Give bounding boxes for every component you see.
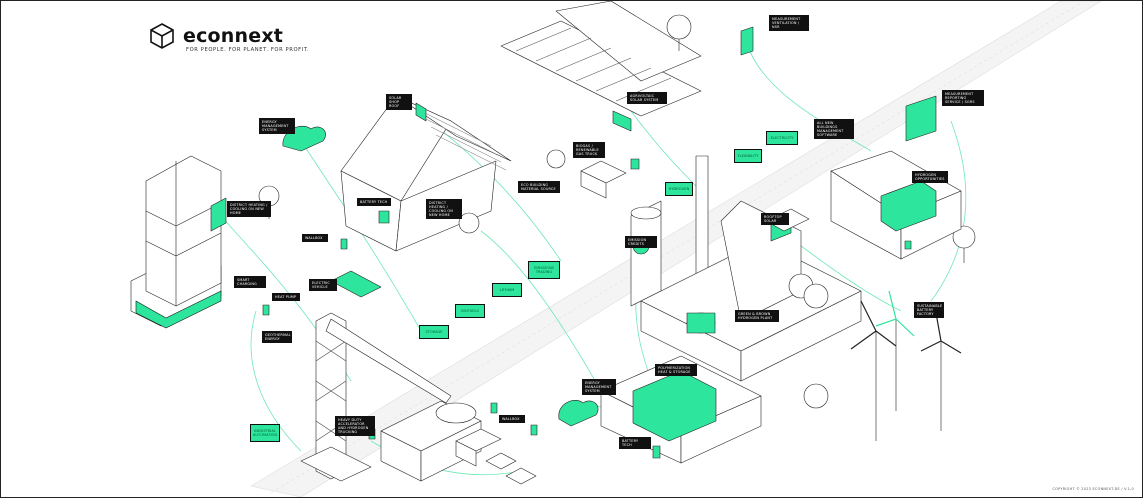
- road-sign-storage: STORAGE: [419, 325, 449, 339]
- label-district-heating-2: DISTRICT HEATING / COOLING ON NEW HOME: [426, 199, 462, 219]
- label-rooftop-solar: ROOFTOP SOLAR: [761, 213, 789, 225]
- label-electric-vehicle: ELECTRIC VEHICLE: [309, 279, 337, 291]
- brand-logo: econnext: [149, 23, 283, 49]
- label-energy-mgmt-2: ENERGY MANAGEMENT SYSTEM: [582, 379, 616, 395]
- cloud-ems-2: [558, 399, 599, 427]
- label-agrivoltaic: AGRIVOLTAIC SOLAR SYSTEM: [627, 92, 667, 104]
- label-battery-tech-1: BATTERY TECH: [357, 198, 391, 206]
- label-biogas: BIOGAS / RENEWABLE GAS TRUCK: [573, 142, 605, 158]
- road-sign-biofuels: BIOFUELS: [455, 304, 485, 318]
- road-sign-electricity: ELECTRICITY: [766, 131, 798, 145]
- label-battery-tech-2: BATTERY TECH: [619, 437, 651, 449]
- wind-turbines: [850, 290, 962, 441]
- road-sign-lithium: LITHIUM: [492, 283, 522, 297]
- footer-copyright: COPYRIGHT © 2023 ECONNEXT.DE / V.1.0: [1052, 487, 1134, 491]
- crane: [300, 312, 452, 482]
- label-green-hydrogen-plant: GREEN & BROWN HYDROGEN PLANT: [735, 310, 779, 322]
- label-measurement-system: MEASUREMENT REPORTING SERVICE / SGRS: [942, 90, 984, 106]
- trees: [258, 14, 976, 409]
- label-geothermal: GEOTHERMAL ENERGY: [262, 331, 292, 343]
- ev-parking-pad: [330, 270, 382, 298]
- road-sign-emissions: EMISSIONS TRADING: [528, 261, 560, 279]
- label-emission-credits: EMISSION CREDITS: [625, 236, 657, 248]
- industrial-plant: [630, 155, 862, 382]
- right-house: [830, 95, 962, 260]
- farmhouse: [340, 95, 512, 252]
- label-smart-charging: SMART CHARGING: [234, 276, 266, 288]
- econnext-cube-icon: [150, 23, 174, 49]
- label-solar-shop-roof: SOLAR SHOP ROOF: [386, 94, 412, 110]
- label-measurement-ventilation: MEASUREMENT VENTILATION / NSR: [769, 15, 809, 31]
- label-renewable-battery: SUSTAINABLE BATTERY FACTORY: [914, 302, 944, 318]
- label-wallbox-2: WALLBOX: [499, 415, 525, 423]
- road-sign-industrial: INDUSTRIAL AUTOMATION: [250, 424, 280, 442]
- road-sign-hydrogen: HYDROGEN: [665, 182, 693, 196]
- biogas-tractor: [546, 149, 627, 199]
- label-wallbox-1: WALLBOX: [302, 234, 328, 242]
- modular-building: [130, 155, 227, 329]
- label-recycled-material: ECO BUILDING MATERIAL SOURCE: [518, 181, 560, 193]
- road-sign-flexibility: FLEXIBILITY: [734, 149, 762, 163]
- small-green-device-1: [630, 158, 640, 170]
- battery-building: [600, 355, 762, 464]
- small-green-device-5: [262, 304, 270, 316]
- small-green-device-3: [530, 424, 538, 436]
- brand-name: econnext: [183, 24, 284, 47]
- small-green-device-2: [490, 402, 498, 414]
- forklifts: [455, 428, 537, 485]
- label-heavy-duty: HEAVY DUTY ACCELERATOR AND HYDROGEN TRUC…: [335, 416, 375, 436]
- label-all-new-buildings: ALL NEW BUILDINGS MANAGEMENT SOFTWARE: [814, 119, 854, 139]
- label-energy-management: ENERGY MANAGEMENT SYSTEM: [259, 118, 295, 134]
- main-road: [250, 1, 1102, 497]
- label-district-heating-1: DISTRICT HEATING / COOLING ON NEW HOME: [227, 201, 271, 217]
- label-heat-pump: HEAT PUMP: [272, 293, 300, 301]
- label-hydrogen: HYDROGEN OPPORTUNITIES: [912, 171, 948, 183]
- small-green-device-6: [340, 238, 348, 250]
- brand-tagline: FOR PEOPLE. FOR PLANET. FOR PROFIT.: [186, 47, 310, 53]
- agrivoltaic-rows: [500, 1, 754, 132]
- label-powerplant-heat: POLYMERIZATION HEAT & STORAGE: [655, 364, 697, 376]
